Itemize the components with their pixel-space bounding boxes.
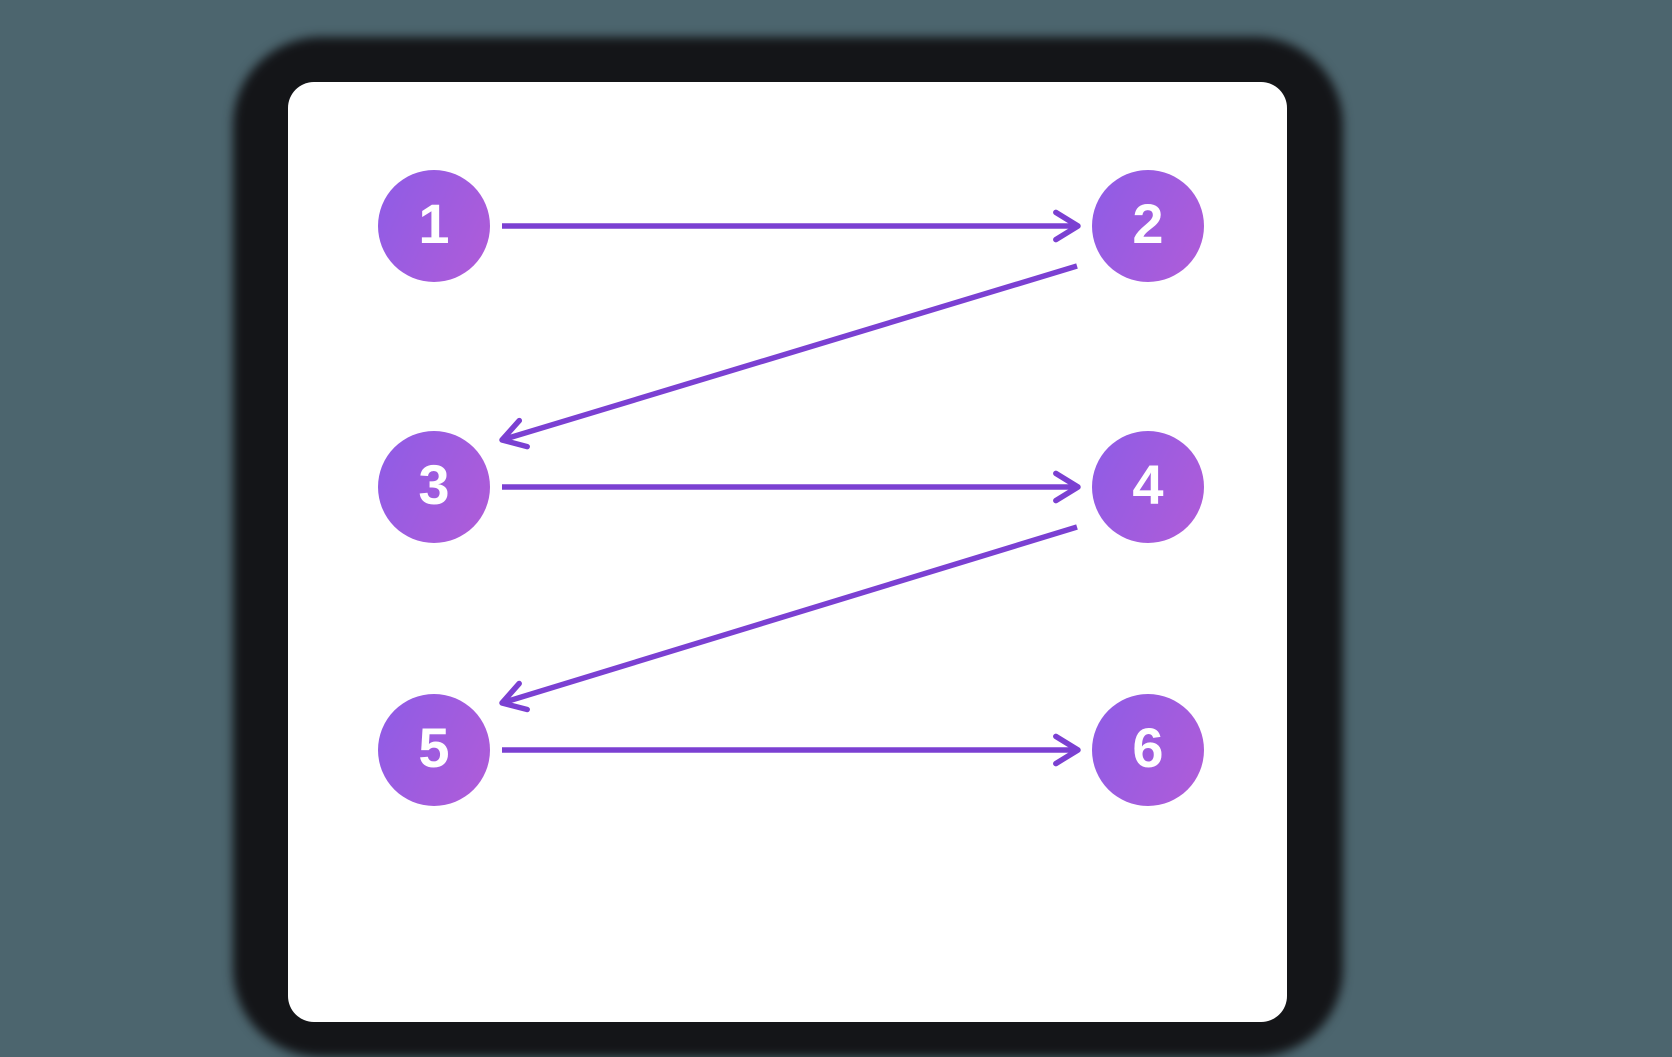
node-2: 2 [1092,170,1204,282]
node-label: 5 [418,716,450,779]
node-label: 2 [1132,192,1164,255]
page: { "canvas": { "background_color": "#4C65… [233,37,1343,1057]
node-1: 1 [378,170,490,282]
node-label: 1 [418,192,450,255]
node-4: 4 [1092,431,1204,543]
node-3: 3 [378,431,490,543]
node-label: 6 [1132,716,1164,779]
node-6: 6 [1092,694,1204,806]
node-5: 5 [378,694,490,806]
node-label: 3 [418,453,450,516]
node-label: 4 [1132,453,1164,516]
